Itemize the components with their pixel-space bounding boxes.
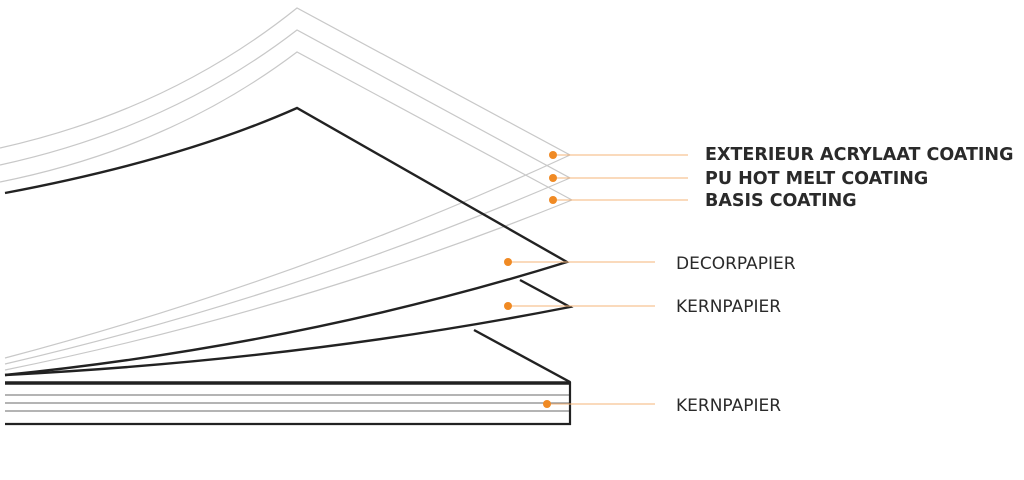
label-kernpapier-sheet: KERNPAPIER [676, 297, 782, 317]
leader-decor [504, 258, 655, 266]
label-decorpapier: DECORPAPIER [676, 254, 796, 274]
label-pu-hot-melt-coating: PU HOT MELT COATING [705, 169, 929, 189]
label-basis-coating: BASIS COATING [705, 191, 857, 211]
leader-kern2 [543, 400, 655, 408]
kernpapier-stack [5, 381, 572, 426]
kernpapier-sheet [4, 278, 574, 377]
coating-sheet-exterior [0, 7, 572, 359]
kernpapier-flap [473, 328, 571, 384]
leader-pu [549, 174, 688, 182]
label-exterieur-acrylaat-coating: EXTERIEUR ACRYLAAT COATING [705, 145, 1014, 165]
coating-sheet-basis [0, 51, 574, 371]
leader-exterior [549, 151, 688, 159]
leader-kern1 [504, 302, 655, 310]
leader-basis [549, 196, 688, 204]
decorpapier-sheet [4, 106, 570, 377]
coating-sheet-pu [0, 29, 572, 365]
label-kernpapier-stack: KERNPAPIER [676, 396, 782, 416]
